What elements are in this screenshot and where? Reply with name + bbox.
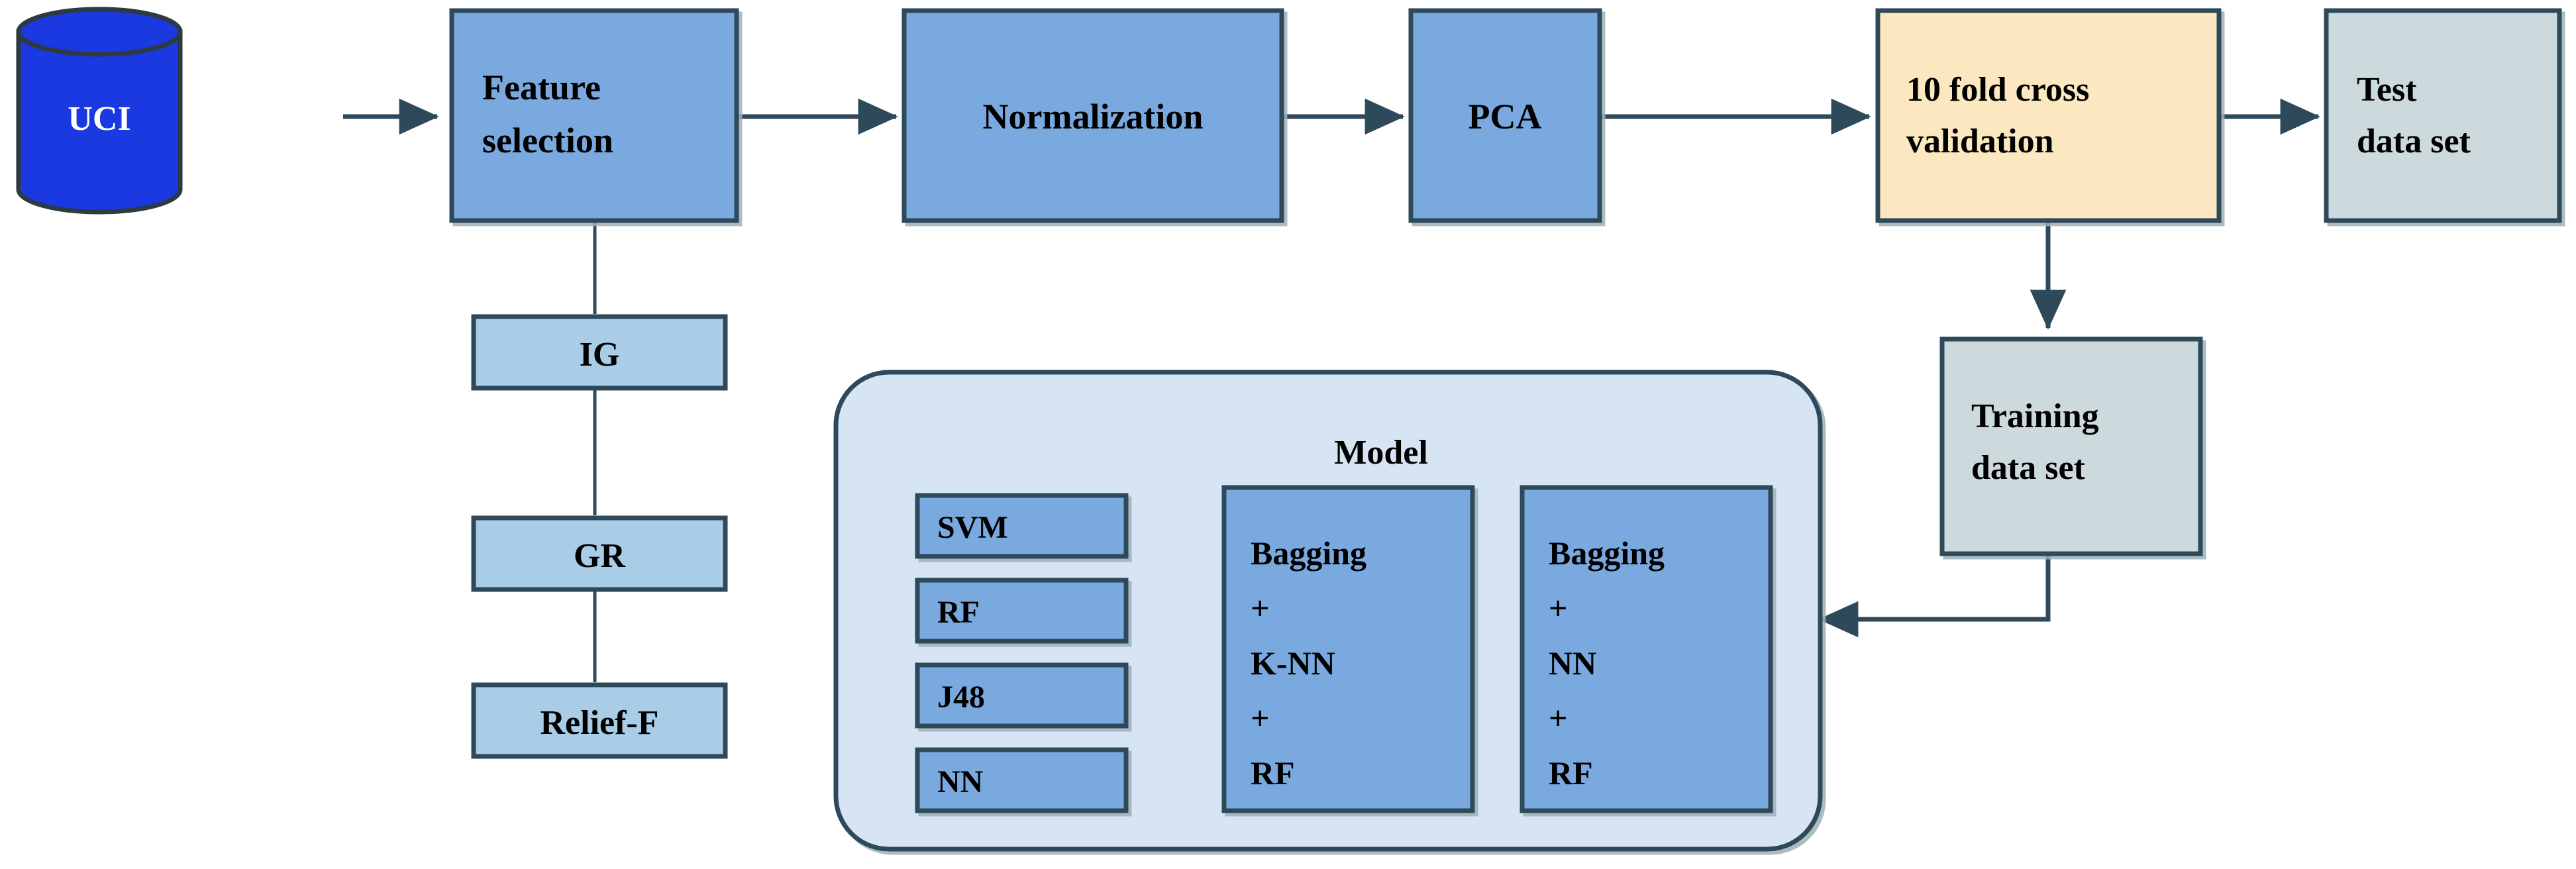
bagging-knn-rf-line-3: K-NN (1251, 644, 1335, 682)
cylinder-top (16, 7, 183, 57)
test-data-set-label-line2: data set (2357, 123, 2471, 160)
bagging-nn-rf-line-5: RF (1549, 754, 1593, 792)
bagging-nn-rf-box (1520, 485, 1773, 813)
j48-label: J48 (937, 680, 985, 715)
bagging-knn-rf-line-5: RF (1251, 754, 1295, 792)
gr-label: GR (574, 537, 626, 575)
j48-box (915, 662, 1129, 729)
bagging-nn-rf-line-1: Bagging (1549, 535, 1665, 572)
node-pca[interactable]: PCA (1408, 8, 1602, 223)
pca-label: PCA (1468, 97, 1542, 136)
model-algorithm-svm[interactable]: SVM (915, 493, 1129, 559)
model-panel[interactable]: Model SVM RF J48 NN (833, 370, 1823, 852)
feature-selection-box (449, 8, 739, 223)
bagging-nn-rf-line-2: + (1549, 589, 1568, 627)
training-data-set-label-line1: Training (1971, 397, 2099, 435)
node-relief-f[interactable]: Relief-F (471, 682, 728, 759)
ig-label: IG (580, 336, 620, 374)
ig-box (471, 314, 728, 391)
rf-label: RF (937, 595, 980, 630)
bagging-knn-rf-line-2: + (1251, 589, 1270, 627)
model-algorithm-j48[interactable]: J48 (915, 662, 1129, 729)
cross-validation-label-line2: validation (1906, 123, 2054, 160)
uci-label: UCI (68, 100, 130, 138)
edge-layer (343, 98, 2320, 682)
test-data-set-label-line1: Test (2357, 71, 2417, 109)
model-algorithm-nn[interactable]: NN (915, 747, 1129, 813)
model-ensemble-bagging-knn-rf[interactable]: Bagging + K-NN + RF (1221, 485, 1475, 813)
node-test-data-set[interactable]: Test data set (2324, 8, 2562, 223)
svm-label: SVM (937, 510, 1008, 545)
normalization-label: Normalization (983, 97, 1204, 136)
bagging-nn-rf-line-3: NN (1549, 644, 1596, 682)
bagging-nn-rf-line-4: + (1549, 699, 1568, 737)
node-normalization[interactable]: Normalization (902, 8, 1284, 223)
normalization-box (902, 8, 1284, 223)
svm-box (915, 493, 1129, 559)
node-uci-database[interactable]: UCI (16, 7, 183, 215)
relief-f-box (471, 682, 728, 759)
pca-box (1408, 8, 1602, 223)
feature-selection-label-line1: Feature (482, 68, 601, 107)
gr-box (471, 515, 728, 592)
cross-validation-label-line1: 10 fold cross (1906, 71, 2089, 109)
node-training-data-set[interactable]: Training data set (1939, 336, 2203, 556)
bagging-knn-rf-line-4: + (1251, 699, 1270, 737)
relief-f-label: Relief-F (540, 704, 658, 742)
model-ensemble-bagging-nn-rf[interactable]: Bagging + NN + RF (1520, 485, 1773, 813)
feature-selection-label-line2: selection (482, 121, 613, 160)
nn-box (915, 747, 1129, 813)
test-data-set-box (2324, 8, 2562, 223)
cylinder-body (16, 29, 183, 215)
nn-label: NN (937, 764, 984, 799)
rf-box (915, 578, 1129, 644)
cross-validation-box (1875, 8, 2222, 223)
bagging-knn-rf-line-1: Bagging (1251, 535, 1366, 572)
node-gr[interactable]: GR (471, 515, 728, 592)
training-data-set-label-line2: data set (1971, 449, 2086, 487)
model-panel-title: Model (1334, 434, 1428, 472)
bagging-knn-rf-box (1221, 485, 1475, 813)
node-ig[interactable]: IG (471, 314, 728, 391)
training-data-set-box (1939, 336, 2203, 556)
model-algorithm-rf[interactable]: RF (915, 578, 1129, 644)
edge-training-data-set-to-model-panel (1818, 554, 2051, 638)
node-feature-selection[interactable]: Feature selection (449, 8, 739, 223)
node-cross-validation[interactable]: 10 fold cross validation (1875, 8, 2222, 223)
